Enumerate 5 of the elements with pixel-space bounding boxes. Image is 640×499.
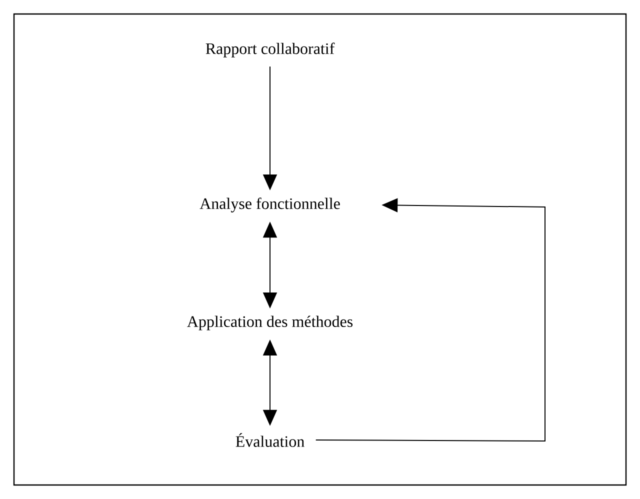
flow-text: Évaluation: [236, 433, 304, 447]
arrow: [315, 198, 546, 442]
flow-text: Application des méthodes: [187, 316, 353, 330]
flow-text: Rapport collaboratif: [206, 42, 335, 58]
flow-text: Analyse fonctionnelle: [200, 198, 340, 212]
